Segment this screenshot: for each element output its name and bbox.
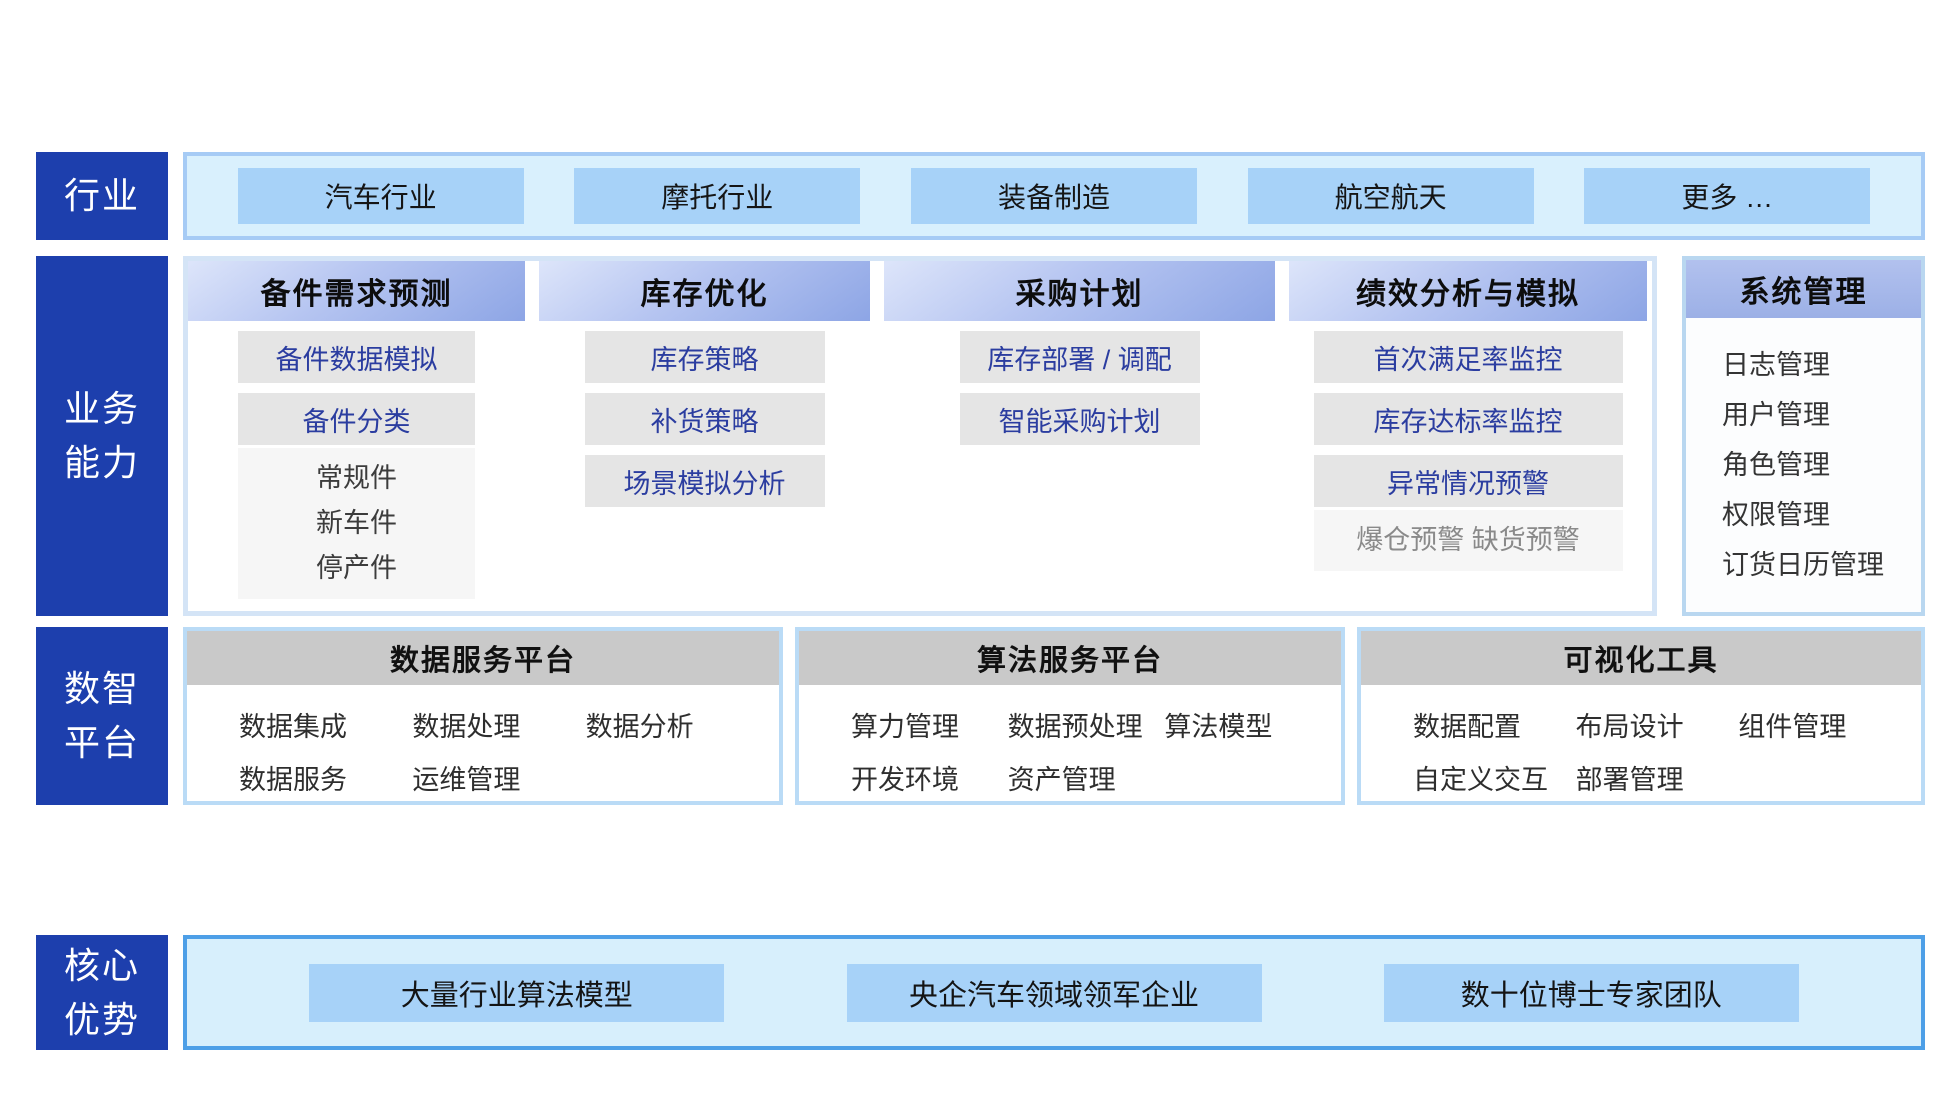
capability-subitem-list: 常规件新车件停产件: [238, 448, 475, 599]
advantage-item: 数十位博士专家团队: [1383, 963, 1799, 1022]
business-capability-band: 备件需求预测备件数据模拟备件分类常规件新车件停产件库存优化库存策略补货策略场景模…: [183, 256, 1657, 616]
platform-item: 数据集成: [239, 712, 347, 742]
visualization-tools-header: 可视化工具: [1361, 631, 1921, 685]
platform-item: 数据分析: [585, 712, 694, 742]
capability-item: 备件分类: [238, 393, 475, 445]
capability-subitem: 新车件: [316, 508, 397, 538]
capability-subitem: 停产件: [316, 553, 397, 583]
capability-column-header: 绩效分析与模拟: [1289, 261, 1647, 321]
capability-item: 库存部署 / 调配: [959, 331, 1200, 383]
capability-item: 场景模拟分析: [584, 455, 825, 507]
visualization-tools-box: 可视化工具 数据配置 布局设计 组件管理自定义交互部署管理: [1357, 627, 1925, 805]
rail-business-label: 业务 能力: [36, 256, 168, 616]
algorithm-service-platform-items: 算力管理 数据预处理算法模型开发环境 资产管理: [799, 685, 1341, 797]
platform-item: 算力管理: [851, 712, 959, 742]
platform-item: 算法模型: [1164, 712, 1273, 742]
system-management-item: 权限管理: [1722, 500, 1830, 530]
capability-column-header: 采购计划: [884, 261, 1275, 321]
capability-column: 采购计划库存部署 / 调配智能采购计划: [884, 261, 1275, 611]
platform-item: 数据预处理: [1007, 712, 1143, 742]
capability-item: 库存达标率监控: [1313, 393, 1623, 445]
capability-item: 首次满足率监控: [1313, 331, 1623, 383]
platform-item: 数据配置: [1413, 712, 1521, 742]
capability-column: 绩效分析与模拟首次满足率监控库存达标率监控异常情况预警爆仓预警 缺货预警: [1289, 261, 1647, 611]
capability-column: 库存优化库存策略补货策略场景模拟分析: [539, 261, 870, 611]
data-service-platform-header: 数据服务平台: [187, 631, 779, 685]
platform-item: 部署管理: [1575, 765, 1684, 795]
platform-item: 数据服务: [239, 765, 347, 795]
platform-item: 自定义交互: [1413, 765, 1548, 795]
capability-subitem: 常规件: [316, 463, 397, 493]
system-management-item: 角色管理: [1722, 450, 1830, 480]
rail-platform-label: 数智 平台: [36, 627, 168, 805]
capability-item: 智能采购计划: [959, 393, 1200, 445]
capability-subitem-list: 爆仓预警 缺货预警: [1313, 510, 1623, 571]
capability-item: 异常情况预警: [1313, 455, 1623, 507]
advantage-item: 央企汽车领域领军企业: [846, 963, 1262, 1022]
rail-advantage-label: 核心 优势: [36, 935, 168, 1050]
industry-item: 更多 …: [1584, 168, 1871, 224]
industry-band: 汽车行业摩托行业装备制造航空航天更多 …: [183, 152, 1925, 240]
platform-item: 资产管理: [1007, 765, 1116, 795]
capability-column-header: 库存优化: [539, 261, 870, 321]
platform-item: 组件管理: [1738, 712, 1847, 742]
capability-subitem: 爆仓预警 缺货预警: [1356, 525, 1580, 555]
system-management-item: 日志管理: [1722, 350, 1830, 380]
capability-item: 补货策略: [584, 393, 825, 445]
industry-item: 航空航天: [1247, 168, 1534, 224]
algorithm-service-platform-header: 算法服务平台: [799, 631, 1341, 685]
system-management-box: 系统管理 日志管理用户管理角色管理权限管理订货日历管理: [1682, 256, 1925, 616]
platform-item: 布局设计: [1575, 712, 1684, 742]
core-advantage-band: 大量行业算法模型 央企汽车领域领军企业 数十位博士专家团队: [183, 935, 1925, 1050]
system-management-item: 用户管理: [1722, 400, 1830, 430]
industry-item: 汽车行业: [237, 168, 524, 224]
platform-item: 开发环境: [851, 765, 959, 795]
algorithm-service-platform-box: 算法服务平台 算力管理 数据预处理算法模型开发环境 资产管理: [795, 627, 1345, 805]
capability-column: 备件需求预测备件数据模拟备件分类常规件新车件停产件: [188, 261, 525, 611]
industry-item: 装备制造: [910, 168, 1197, 224]
system-management-header: 系统管理: [1686, 260, 1921, 318]
capability-item: 库存策略: [584, 331, 825, 383]
system-management-items: 日志管理用户管理角色管理权限管理订货日历管理: [1686, 318, 1921, 590]
advantage-item: 大量行业算法模型: [309, 963, 725, 1022]
system-management-item: 订货日历管理: [1722, 550, 1884, 580]
capability-column-header: 备件需求预测: [188, 261, 525, 321]
capability-item: 备件数据模拟: [238, 331, 475, 383]
platform-item: 数据处理: [412, 712, 521, 742]
visualization-tools-items: 数据配置 布局设计 组件管理自定义交互部署管理: [1361, 685, 1921, 797]
data-service-platform-items: 数据集成 数据处理 数据分析数据服务 运维管理: [187, 685, 779, 797]
rail-industry-label: 行业: [36, 152, 168, 240]
data-service-platform-box: 数据服务平台 数据集成 数据处理 数据分析数据服务 运维管理: [183, 627, 783, 805]
industry-item: 摩托行业: [574, 168, 861, 224]
platform-item: 运维管理: [412, 765, 521, 795]
